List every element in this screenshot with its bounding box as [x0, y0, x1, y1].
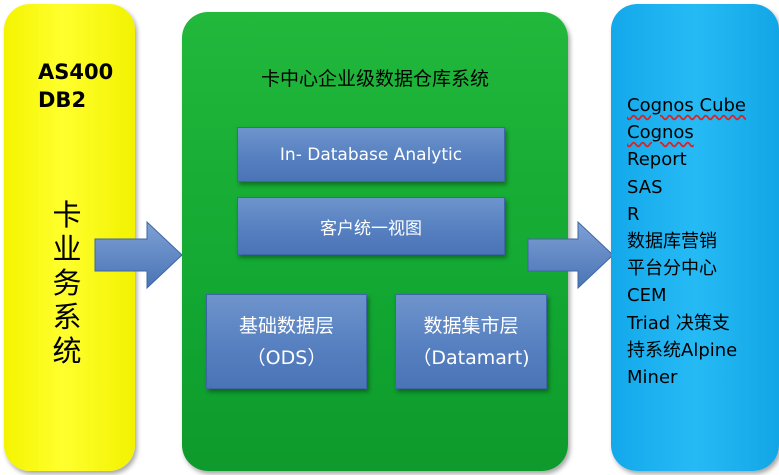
ods-layer-subtitle: （ODS） [246, 346, 327, 369]
data-warehouse-title: 卡中心企业级数据仓库系统 [260, 68, 489, 90]
list-item: Report [627, 149, 687, 171]
arrow-right-icon [527, 220, 614, 290]
datamart-layer-subtitle: （Datamart) [412, 346, 530, 369]
list-item: Triad 决策支 [627, 312, 730, 334]
datamart-layer-title: 数据集市层 [423, 314, 519, 337]
ods-layer-title: 基础数据层 [238, 314, 334, 337]
source-db-label-as400: AS400 [38, 60, 114, 84]
source-system-panel [4, 4, 135, 471]
source-db-labels: AS400 DB2 [38, 58, 113, 114]
in-database-analytic-label: In- Database Analytic [279, 144, 463, 165]
vertical-char: 统 [52, 334, 82, 368]
list-item: R [627, 203, 640, 225]
list-item: Miner [627, 367, 678, 389]
list-item: 持系统Alpine [627, 339, 738, 361]
analytics-tools-list: Cognos Cube Cognos Report SAS R 数据库营销 平台… [627, 92, 777, 391]
vertical-char: 卡 [52, 198, 82, 232]
customer-unified-view-box: 客户统一视图 [237, 197, 505, 255]
datamart-layer-box: 数据集市层 （Datamart) [395, 294, 547, 389]
arrow-right-icon [94, 220, 183, 290]
source-db-label-db2: DB2 [38, 88, 87, 112]
list-item: CEM [627, 285, 667, 307]
card-business-system-label: 卡 业 务 系 统 [47, 198, 87, 368]
customer-unified-view-label: 客户统一视图 [320, 218, 422, 239]
in-database-analytic-box: In- Database Analytic [237, 127, 505, 182]
vertical-char: 业 [52, 232, 82, 266]
list-item: SAS [627, 176, 663, 198]
list-item: Cognos [627, 122, 694, 144]
vertical-char: 务 [52, 266, 82, 300]
list-item: Cognos Cube [627, 95, 747, 116]
list-item: 平台分中心 [627, 258, 717, 280]
data-warehouse-header: 卡中心企业级数据仓库系统 [182, 12, 568, 112]
list-item: 数据库营销 [627, 231, 717, 253]
vertical-char: 系 [52, 300, 82, 334]
analytics-tools-panel [611, 4, 779, 471]
ods-layer-box: 基础数据层 （ODS） [206, 294, 367, 389]
